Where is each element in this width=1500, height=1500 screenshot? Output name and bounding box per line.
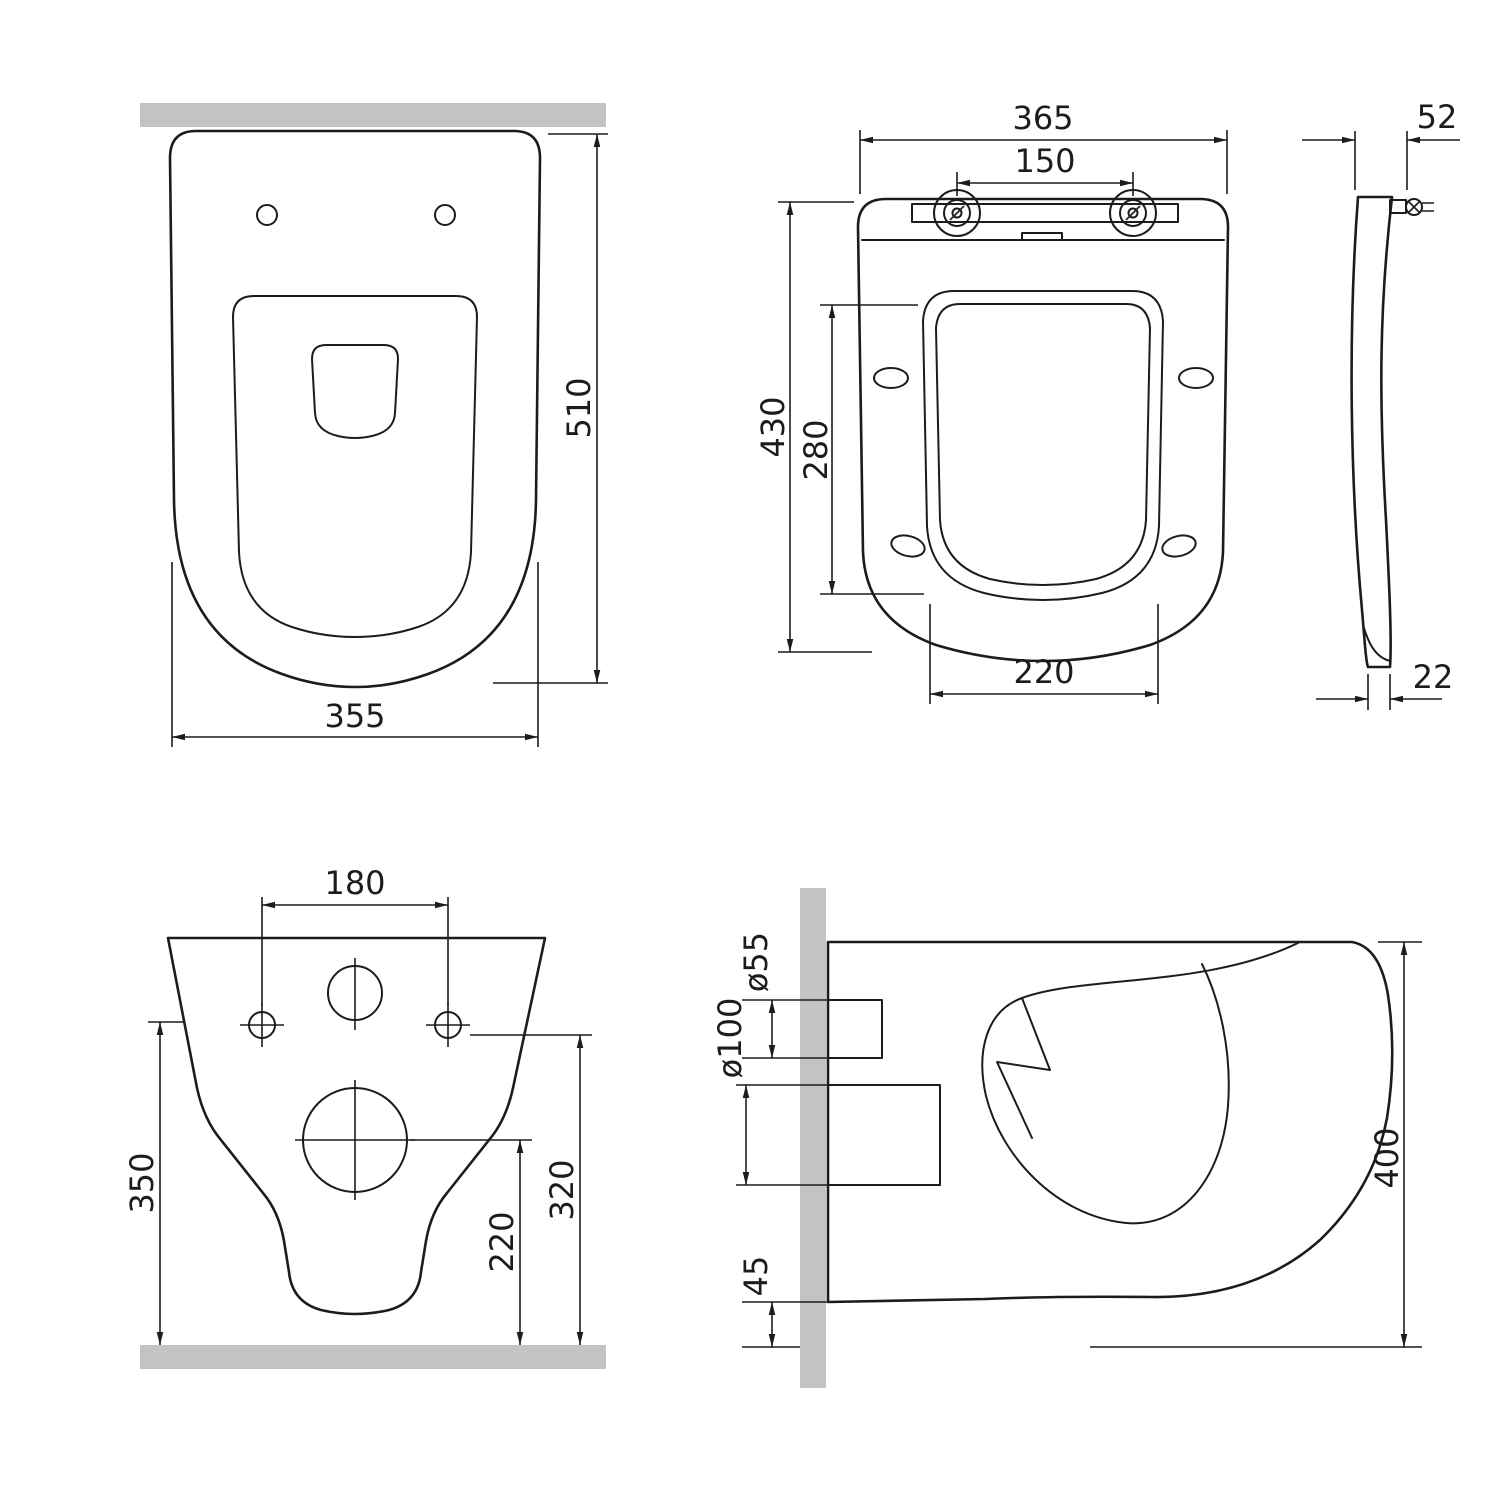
seat-outline — [856, 197, 1230, 663]
seat-ring-edge — [1363, 627, 1391, 662]
side-profile-view: ø55 ø100 45 400 — [711, 888, 1422, 1388]
dim-drain-height: 220 — [483, 1211, 521, 1272]
bowl-outline — [168, 129, 542, 689]
extension-lines — [736, 941, 1422, 1348]
dim-height: 400 — [1368, 1127, 1406, 1188]
hinge-bolt — [1405, 198, 1423, 216]
seat-opening-inner — [935, 303, 1151, 586]
hinge-hole — [434, 204, 456, 226]
dim-hole-spacing: 180 — [324, 864, 385, 902]
dim-seat-width: 365 — [1012, 99, 1073, 137]
hinge-ring — [1119, 199, 1147, 227]
outlet-connection — [827, 1084, 941, 1186]
seat-buffer — [890, 534, 926, 558]
trap-section-lines — [996, 997, 1051, 1139]
extension-lines — [148, 897, 592, 1141]
seat-side-view — [1350, 195, 1434, 669]
hinge-rod — [911, 203, 1179, 223]
seat-side-outline — [1350, 195, 1394, 669]
hinge-cap — [1109, 189, 1157, 237]
bowl-top-view: 510 355 — [140, 103, 608, 747]
rear-view: 180 350 320 220 — [123, 864, 606, 1369]
hinge-cap — [933, 189, 981, 237]
dim-outlet-diameter: ø100 — [711, 998, 749, 1079]
dim-hinge-spacing: 150 — [1014, 142, 1075, 180]
bowl-opening — [232, 295, 478, 638]
dim-opening-length: 280 — [797, 419, 835, 480]
extension-lines — [778, 130, 1408, 710]
seat-top-view: 365 150 430 280 220 52 22 — [754, 98, 1460, 710]
inlet-connection — [827, 999, 883, 1059]
seat-buffer — [873, 367, 909, 389]
seat-buffer — [1161, 534, 1197, 558]
dim-floor-gap: 45 — [737, 1256, 775, 1297]
hinge-screw — [951, 207, 963, 219]
seat-buffer — [1178, 367, 1214, 389]
hinge-screw — [1127, 207, 1139, 219]
hinge — [1109, 189, 1157, 237]
dim-inlet-diameter: ø55 — [737, 932, 775, 992]
hinge-hole — [256, 204, 278, 226]
seat-opening-outer — [922, 290, 1164, 601]
hinge — [933, 189, 981, 237]
dim-width: 355 — [324, 697, 385, 735]
screw-slot — [949, 205, 965, 221]
dim-side-thickness: 52 — [1417, 98, 1458, 136]
floor-section — [140, 1345, 606, 1369]
extension-lines — [171, 133, 608, 747]
dim-opening-width: 220 — [1013, 653, 1074, 691]
seat-top-edge — [861, 232, 1225, 241]
profile-outline — [826, 940, 1394, 1304]
dim-depth: 510 — [560, 377, 598, 438]
hinge-ring — [943, 199, 971, 227]
center-lines — [240, 958, 470, 1200]
dim-seat-length: 430 — [754, 396, 792, 457]
dim-height-left: 350 — [123, 1152, 161, 1213]
sump-outline — [311, 344, 399, 439]
wall-section — [140, 103, 606, 127]
bolt-thread — [1407, 200, 1434, 214]
dim-side-edge: 22 — [1413, 658, 1454, 696]
screw-slot — [1125, 205, 1141, 221]
wall-section — [800, 888, 826, 1388]
dim-height-right: 320 — [543, 1159, 581, 1220]
rear-outline — [166, 936, 547, 1316]
bowl-section-curve — [981, 942, 1299, 1225]
